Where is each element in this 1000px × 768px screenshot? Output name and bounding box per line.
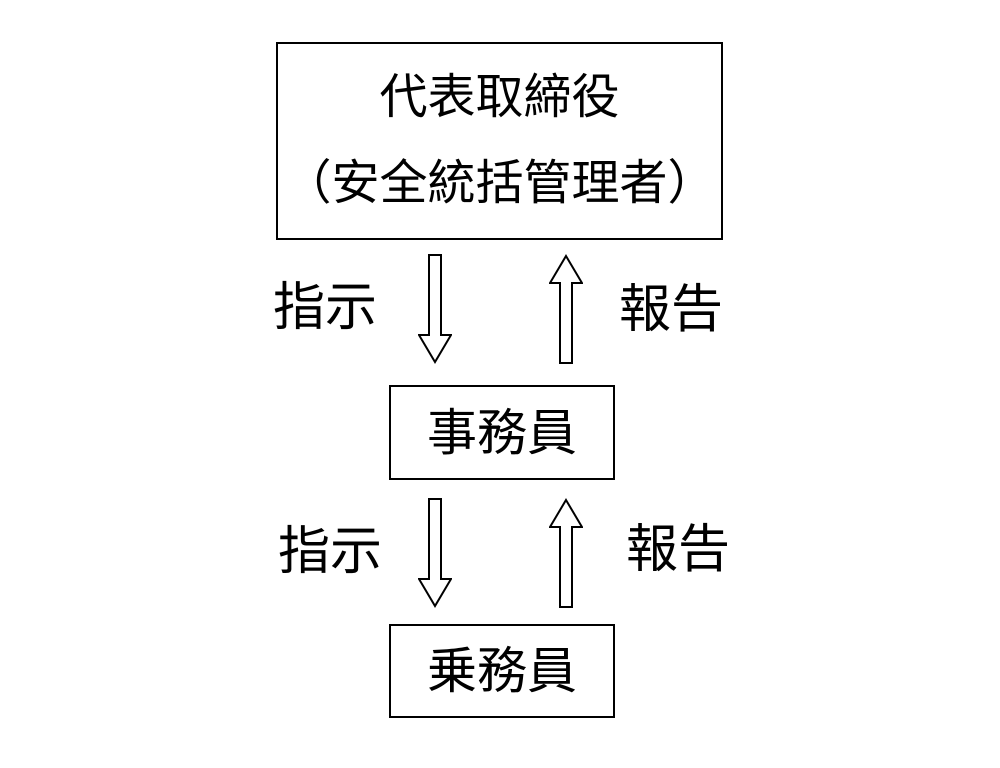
node-representative-director-line1: 代表取締役 [379, 71, 620, 124]
node-crew: 乗務員 [389, 624, 615, 718]
arrow-up-icon [549, 254, 583, 364]
arrow-up-icon [549, 498, 583, 608]
edge-label-report-bottom: 報告 [625, 521, 730, 579]
edge-label-instruction-top: 指示 [272, 279, 377, 337]
edge-label-report-top: 報告 [618, 281, 723, 339]
arrow-down-icon [418, 254, 452, 364]
node-crew-label: 乗務員 [427, 643, 577, 699]
edge-label-instruction-bottom: 指示 [277, 523, 382, 581]
arrow-down-icon [418, 498, 452, 608]
node-clerk-label: 事務員 [427, 404, 577, 461]
node-clerk: 事務員 [389, 385, 615, 480]
node-representative-director: 代表取締役 （安全統括管理者） [276, 42, 723, 240]
node-representative-director-line2: （安全統括管理者） [283, 157, 716, 210]
